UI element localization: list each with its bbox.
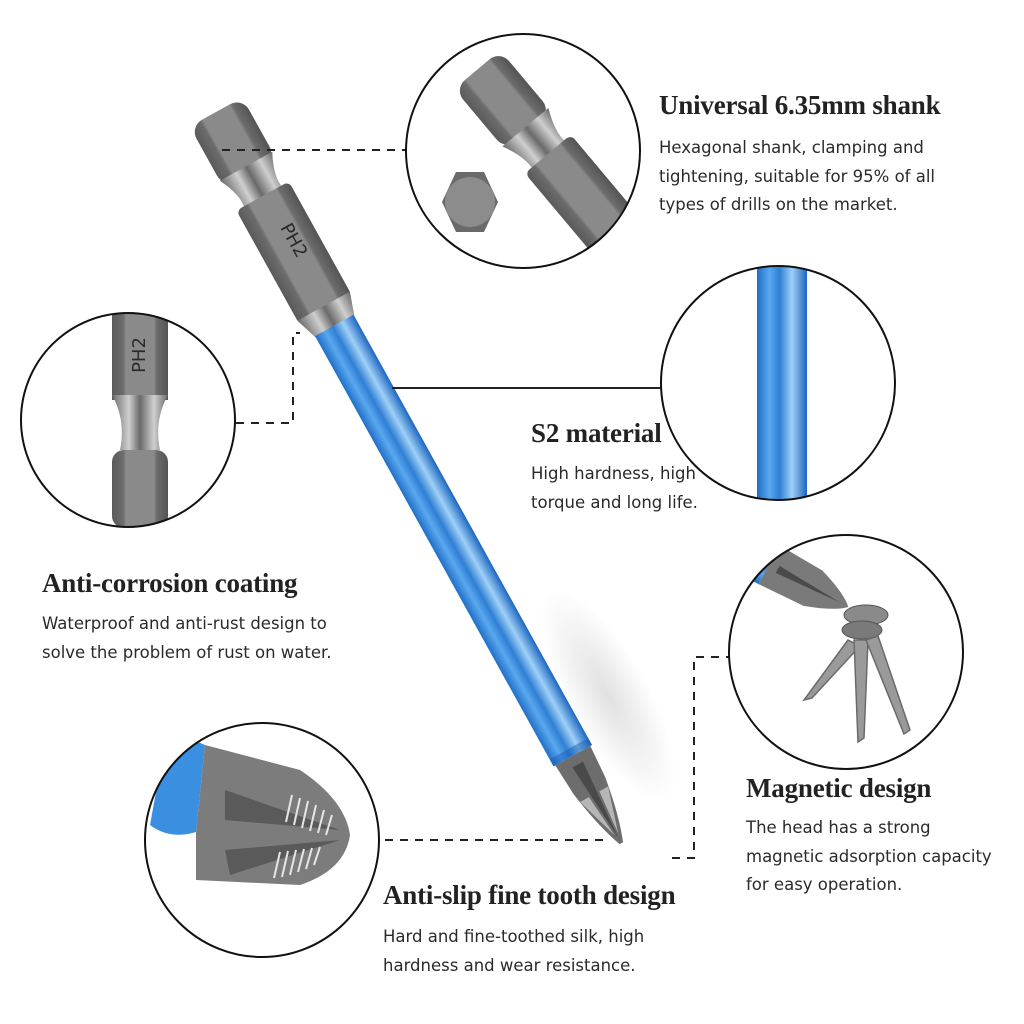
- feature-desc-magnetic: The head has a strong magnetic adsorptio…: [746, 814, 992, 900]
- desc-line: tightening, suitable for 95% of all: [659, 166, 936, 186]
- desc-line: types of drills on the market.: [659, 195, 898, 214]
- feature-title-magnetic: Magnetic design: [746, 773, 932, 803]
- desc-line: magnetic adsorption capacity: [746, 846, 992, 866]
- leader-lines: [222, 149, 729, 859]
- desc-line: Waterproof and anti-rust design to: [42, 614, 327, 633]
- bit-label-detail: PH2: [129, 337, 150, 373]
- desc-line: hardness and wear resistance.: [383, 955, 636, 975]
- desc-line: Hexagonal shank, clamping and: [659, 138, 924, 157]
- detail-circle-s2-material: [660, 265, 896, 501]
- desc-line: for easy operation.: [746, 875, 903, 894]
- detail-circle-fine-tooth: [144, 722, 380, 958]
- feature-title-shank: Universal 6.35mm shank: [659, 90, 941, 120]
- feature-desc-anti-corrosion: Waterproof and anti-rust design to solve…: [42, 610, 332, 667]
- desc-line: Hard and fine-toothed silk, high: [383, 927, 645, 946]
- desc-line: The head has a strong: [746, 818, 931, 837]
- detail-circle-hex-shank: [405, 33, 641, 269]
- feature-title-fine-tooth: Anti-slip fine tooth design: [383, 880, 676, 910]
- detail-circle-magnetic: [728, 534, 964, 770]
- feature-desc-fine-tooth: Hard and fine-toothed silk, high hardnes…: [383, 923, 644, 980]
- desc-line: torque and long life.: [531, 492, 698, 512]
- main-screwdriver-bit: PH2: [194, 102, 676, 845]
- detail-circle-anti-corrosion: PH2: [20, 312, 236, 528]
- feature-desc-s2-material: High hardness, high torque and long life…: [531, 460, 698, 517]
- desc-line: High hardness, high: [531, 464, 696, 483]
- feature-title-s2-material: S2 material: [531, 418, 662, 448]
- desc-line: solve the problem of rust on water.: [42, 642, 332, 662]
- feature-title-anti-corrosion: Anti-corrosion coating: [42, 568, 298, 598]
- feature-desc-shank: Hexagonal shank, clamping and tightening…: [659, 134, 935, 220]
